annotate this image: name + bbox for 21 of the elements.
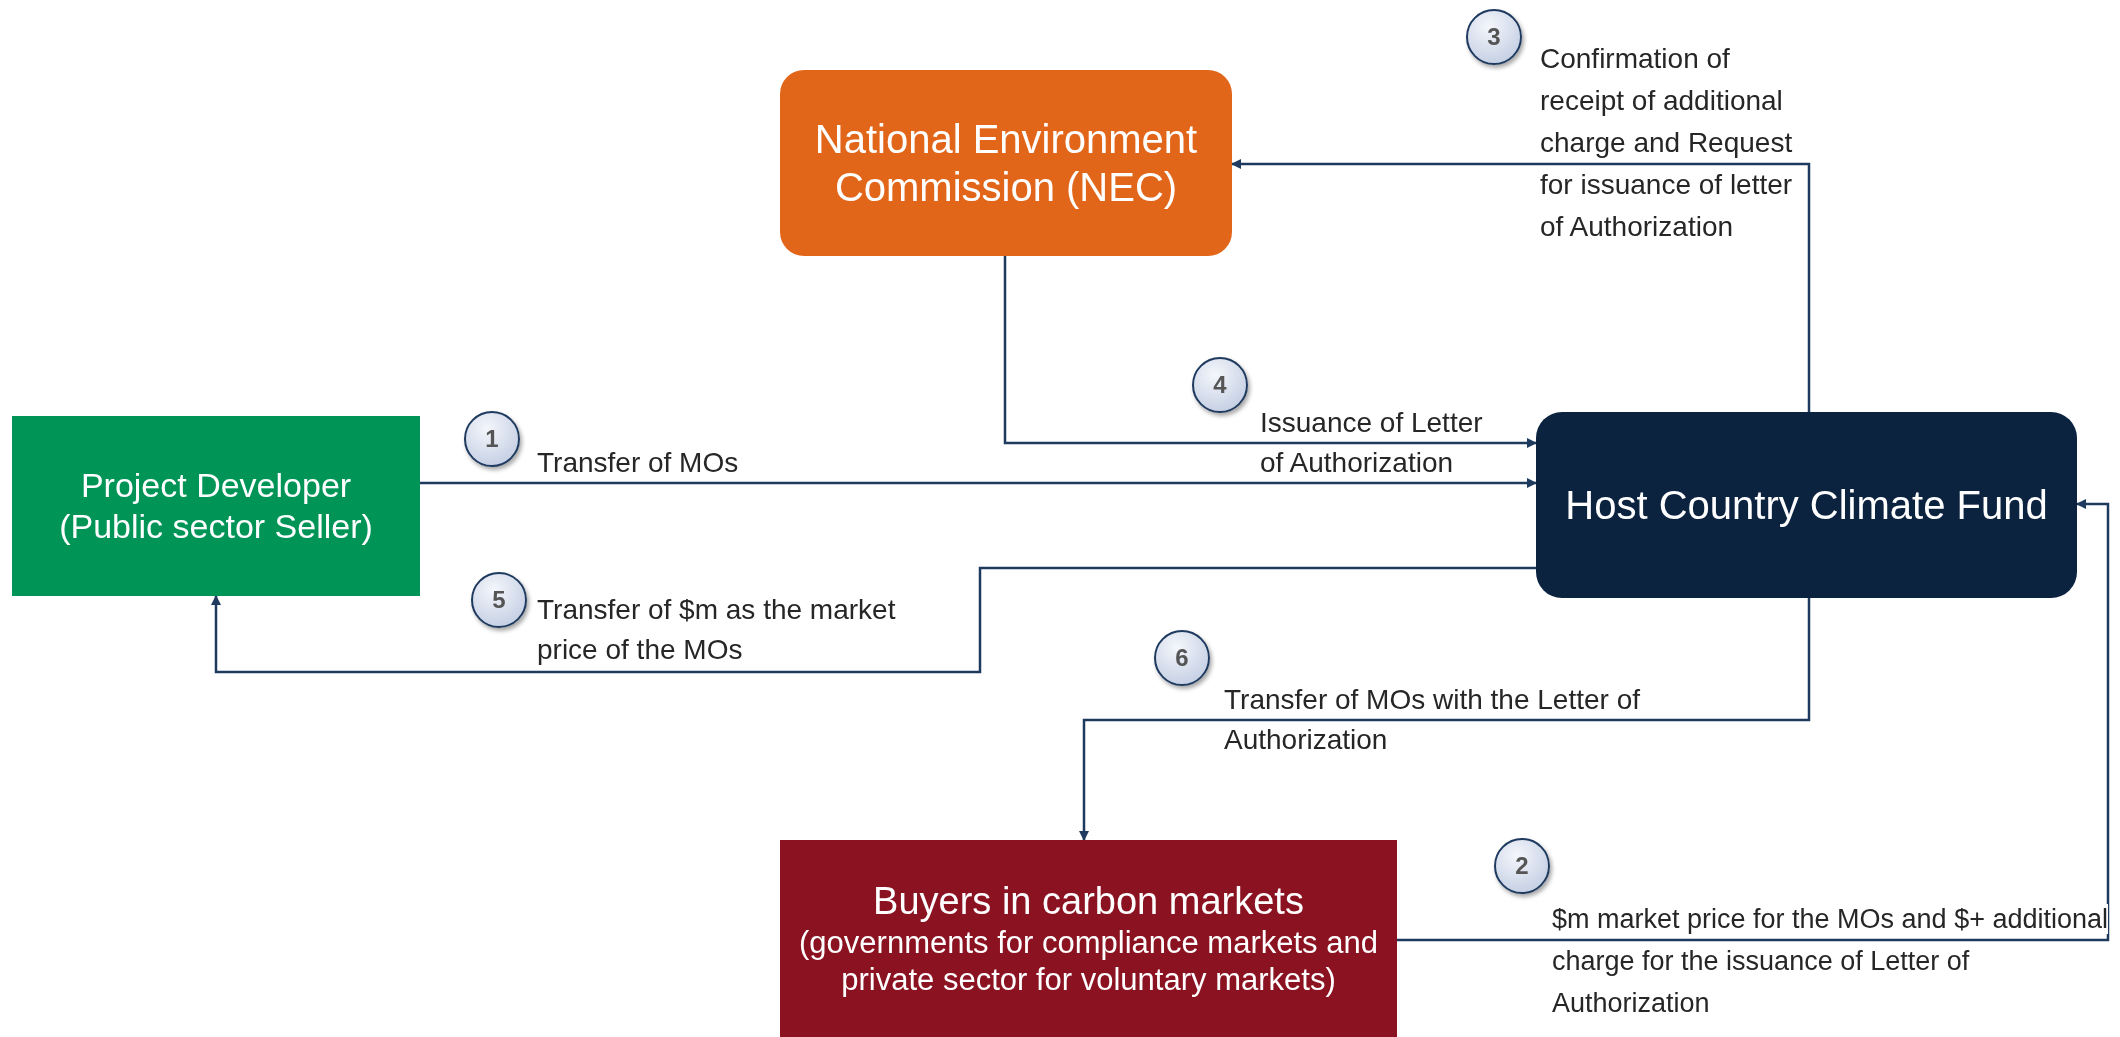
arrow (1231, 159, 1811, 412)
process-box (780, 840, 1397, 1037)
box-title: National Environment Commission (NEC) (813, 116, 1199, 211)
arrow (1079, 598, 1811, 841)
box-description: (governments for compliance markets and private sector for voluntary markets) (798, 924, 1379, 999)
arrow (1003, 256, 1537, 448)
process-box (12, 416, 420, 596)
box-title: Project Developer (Public sector Seller) (58, 465, 374, 547)
step-number-badge: 5 (471, 572, 527, 628)
arrow (211, 566, 1536, 674)
arrow (420, 478, 1537, 488)
arrow (1397, 499, 2110, 942)
step-number-badge: 6 (1154, 630, 1210, 686)
step-number-badge: 2 (1494, 838, 1550, 894)
box-title: Host Country Climate Fund (1565, 482, 2048, 529)
step-number-badge: 4 (1192, 357, 1248, 413)
process-box (780, 70, 1232, 256)
step-number-badge: 1 (464, 411, 520, 467)
box-title: Buyers in carbon markets (873, 878, 1304, 924)
step-number-badge: 3 (1466, 9, 1522, 65)
process-box (1536, 412, 2077, 598)
